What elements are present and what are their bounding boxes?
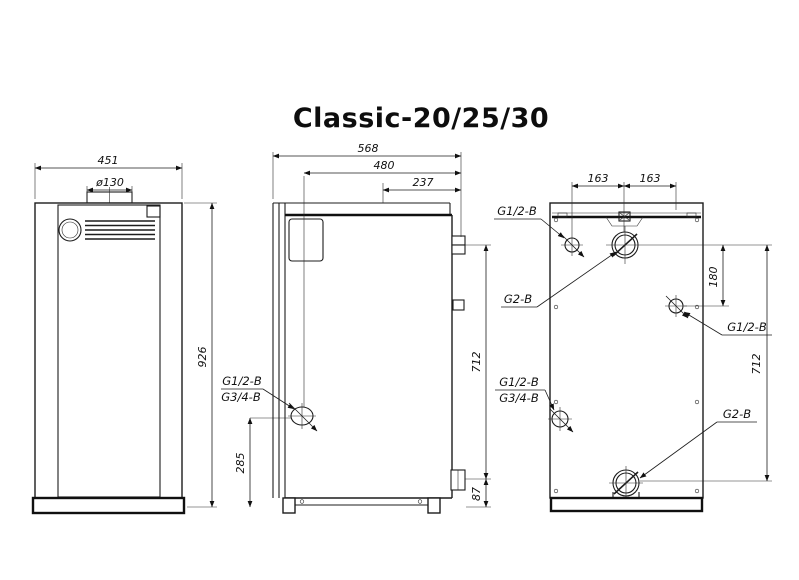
side-drain-upper-label: G1/2-B: [222, 374, 262, 388]
control-panel: [288, 218, 324, 262]
dim-rear-180: 180: [707, 244, 726, 307]
dim-side-285: 285: [234, 417, 291, 508]
dim-side-712: 712: [465, 244, 491, 480]
rear-base: [549, 496, 704, 513]
dim-rear-163-left: 163: [571, 172, 625, 189]
rear-top-left-port: [561, 182, 585, 258]
dim-label-180: 180: [707, 267, 720, 288]
label-rear-return: G2-B: [723, 407, 751, 421]
dim-side-480: 480: [303, 159, 462, 407]
dim-side-87: 87: [466, 478, 491, 508]
side-drain-port-labels: G1/2-B G3/4-B: [221, 374, 295, 410]
sight-glass-icon: [58, 218, 82, 242]
side-feet: [282, 497, 441, 514]
dim-label-451: 451: [98, 154, 119, 167]
dim-label-926: 926: [196, 347, 209, 368]
drawing-title: Classic-20/25/30: [293, 103, 549, 134]
dim-rear-712: 712: [750, 244, 770, 482]
front-base: [31, 496, 186, 515]
dim-label-rear-712: 712: [750, 354, 763, 375]
side-body: [272, 202, 453, 499]
dim-flue-diameter: ø130: [86, 176, 133, 203]
dim-label-flue: ø130: [95, 176, 124, 189]
rear-drain-port: [548, 407, 574, 433]
label-rear-supply: G2-B: [504, 292, 532, 306]
dim-label-163-left: 163: [588, 172, 609, 185]
label-rear-drain-upper: G1/2-B: [499, 375, 539, 389]
dim-rear-163-right: 163: [623, 172, 677, 210]
rear-supply-port-label: G2-B: [501, 251, 617, 308]
dim-label-237: 237: [413, 176, 434, 189]
dim-side-depth: 568: [272, 142, 462, 237]
rear-top-fitting: [618, 211, 631, 222]
dim-label-285: 285: [234, 453, 247, 474]
front-louvers: [85, 220, 155, 240]
dim-label-480: 480: [374, 159, 395, 172]
rear-top-left-port-label: G1/2-B: [494, 204, 565, 239]
rear-screws: [553, 217, 700, 494]
dim-label-side-712: 712: [470, 352, 483, 373]
dim-front-width: 451: [34, 154, 183, 199]
dim-front-height: 926: [184, 202, 217, 508]
rear-return-port-label: G2-B: [639, 407, 757, 479]
label-rear-right: G1/2-B: [727, 320, 767, 334]
front-body: [34, 202, 183, 499]
rear-drain-port-labels: G1/2-B G3/4-B: [495, 375, 555, 411]
rear-view: 163 163 180 712 G1/2-B G2-B G1/2-B: [494, 172, 772, 513]
side-rear-ports: [450, 235, 466, 491]
rear-supply-port: [606, 226, 772, 264]
side-drain-port: [288, 402, 318, 432]
label-rear-top-left: G1/2-B: [497, 204, 537, 218]
side-view: G1/2-B G3/4-B 568 480 237 712: [221, 142, 491, 514]
rear-body: [549, 182, 704, 499]
dim-label-87: 87: [470, 487, 483, 501]
front-view: 451 ø130 926: [31, 154, 217, 515]
label-rear-drain-lower: G3/4-B: [499, 391, 539, 405]
dim-side-237: 237: [382, 176, 462, 203]
dim-label-163-right: 163: [640, 172, 661, 185]
side-drain-lower-label: G3/4-B: [221, 390, 261, 404]
rear-right-port-label: G1/2-B: [683, 311, 772, 336]
dim-label-568: 568: [358, 142, 379, 155]
rear-return-port: [609, 466, 772, 498]
